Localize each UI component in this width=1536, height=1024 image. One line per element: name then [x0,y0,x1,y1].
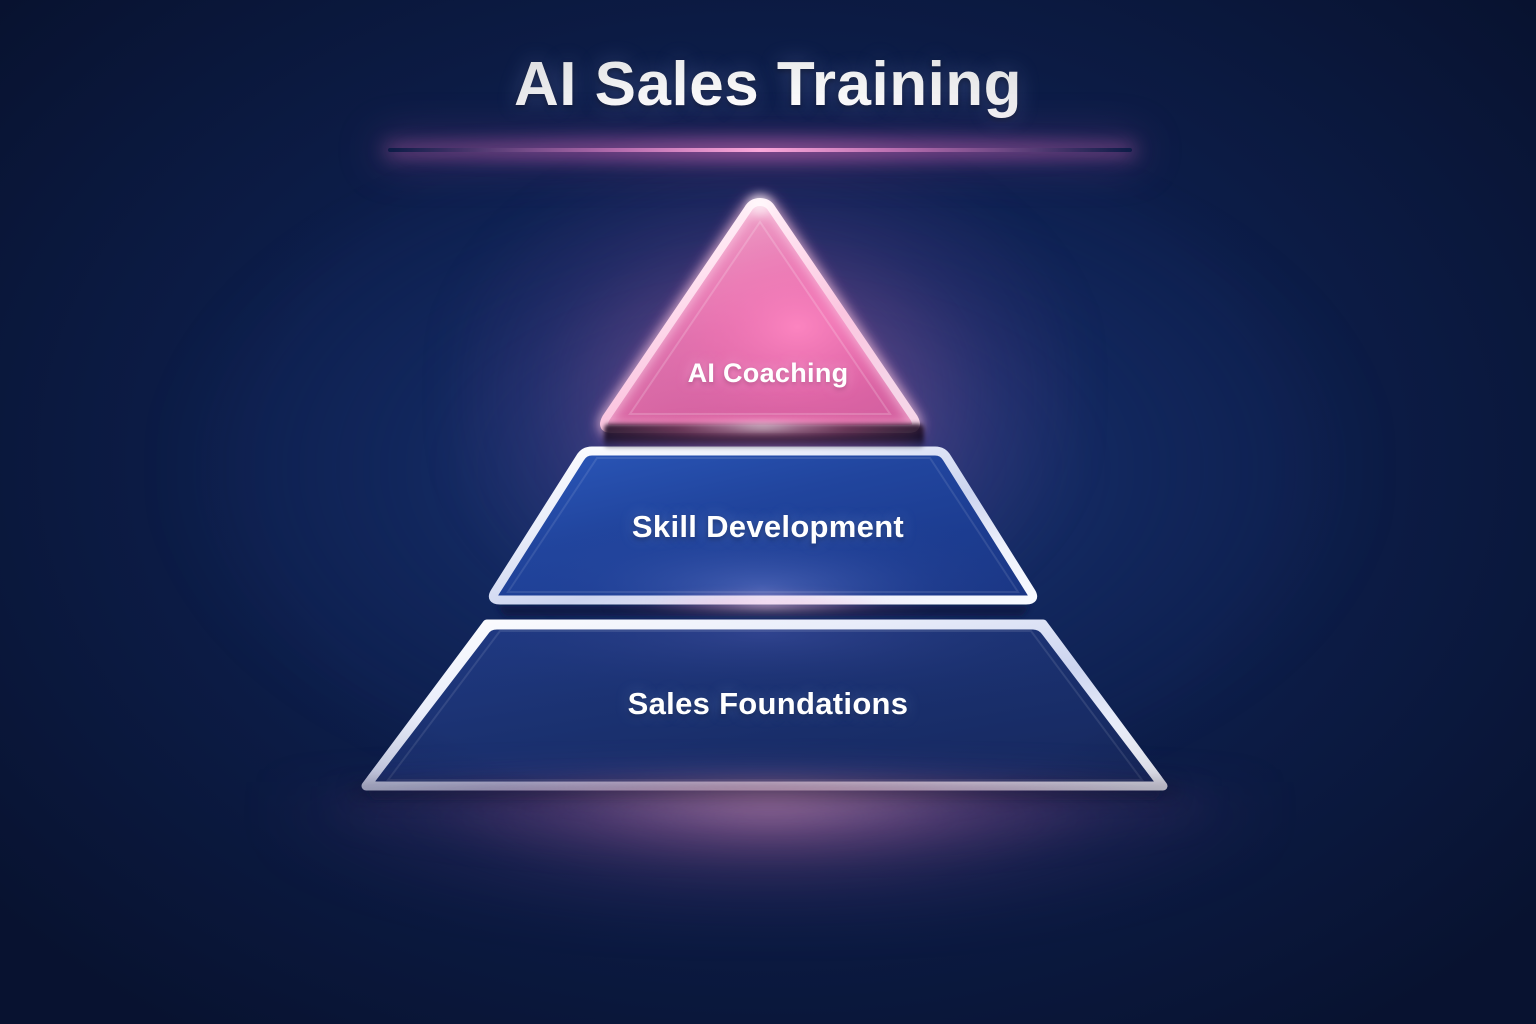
apex-drop-shadow [604,424,924,448]
pyramid-tier-base [361,619,1168,800]
title-block: AI Sales Training [0,52,1536,118]
ground-reflection-glow [270,782,1270,932]
page-title: AI Sales Training [513,50,1023,119]
apex-base-glow [600,414,925,440]
pyramid-tier-label-base: Sales Foundations [627,686,909,721]
pyramid-tier-label-middle: Skill Development [631,509,905,544]
pyramid-tier-apex [597,195,923,436]
pyramid-tier-middle [488,446,1038,616]
ambient-blue-glow [160,180,1380,820]
middle-tier-glow [640,592,890,612]
base-drop-shadow [350,780,1180,806]
pyramid-tier-label-apex: AI Coaching [687,358,849,388]
apex-halo [604,200,916,432]
ambient-pink-glow [455,150,1075,620]
base-tier-glow [600,600,940,614]
ground-reflection-core [330,786,1210,856]
title-underline-halo [400,132,1120,168]
title-underline-glow [388,148,1132,152]
